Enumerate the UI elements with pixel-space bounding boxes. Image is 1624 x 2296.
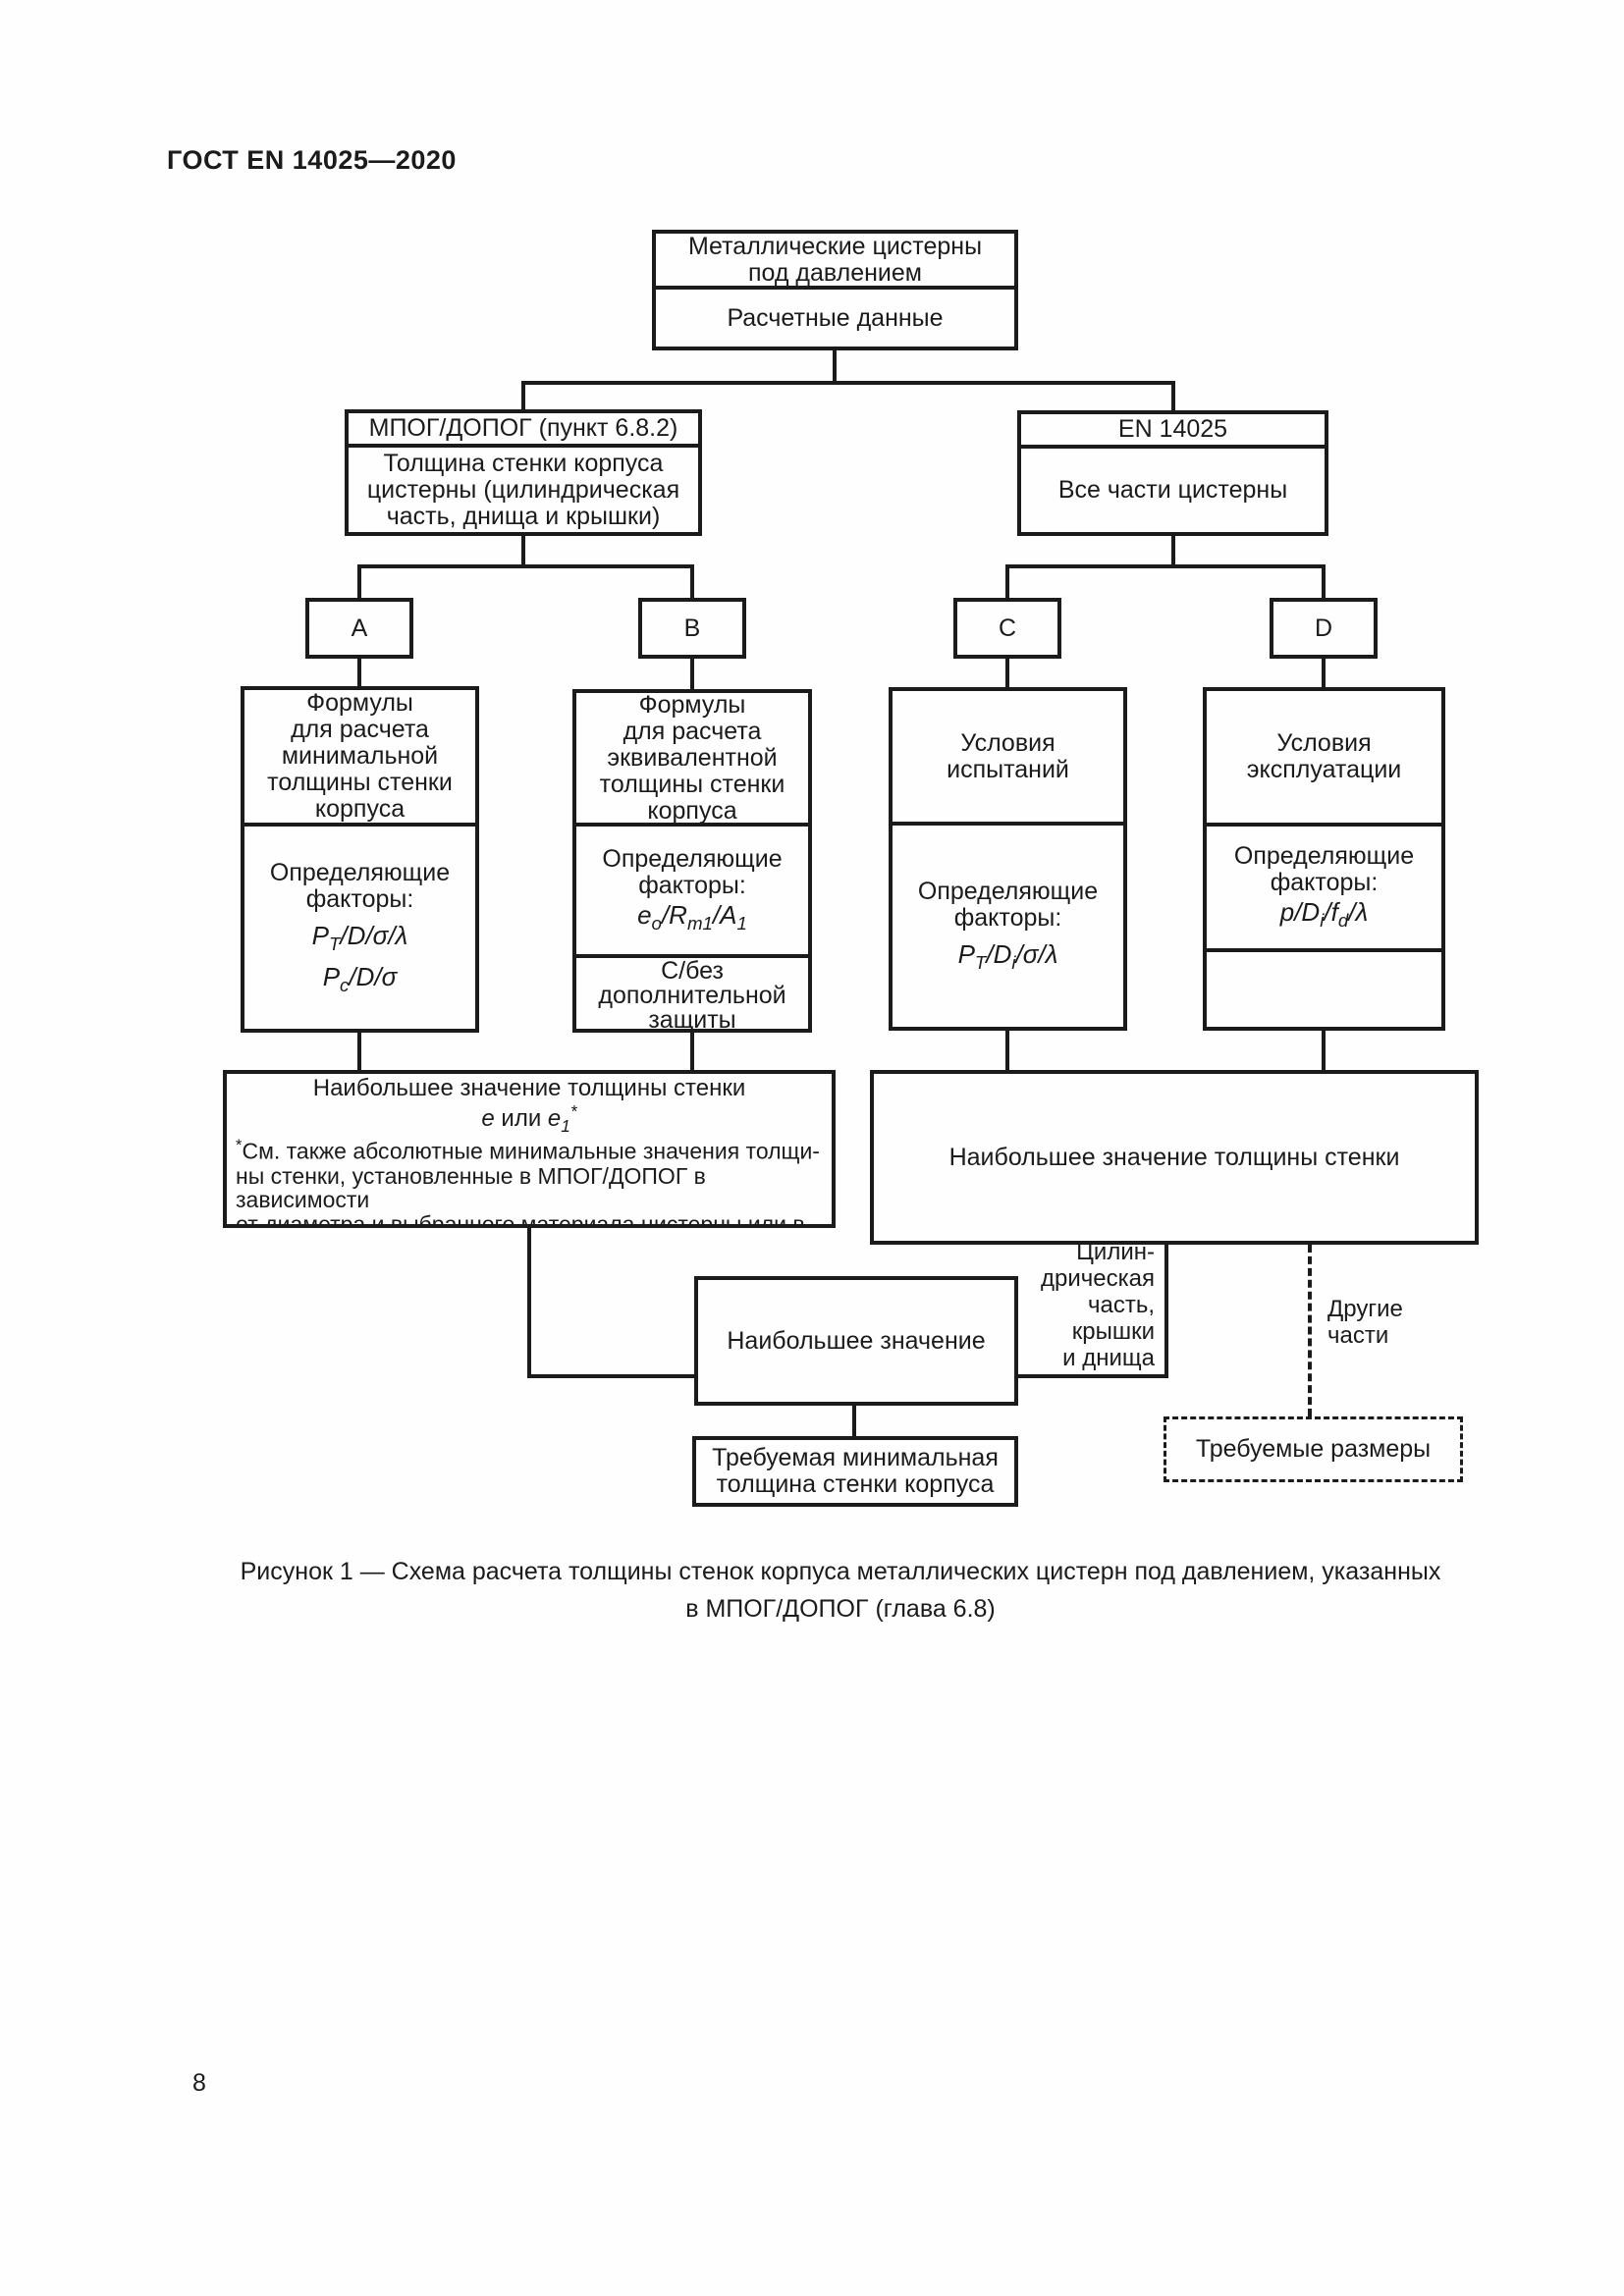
page-number: 8 [192, 2069, 206, 2097]
connector-to-a [357, 566, 361, 598]
connector-to-right-branch [1171, 383, 1175, 411]
column-d-empty-section [1207, 948, 1441, 1027]
node-required-min: Требуемая минимальная толщина стенки кор… [692, 1436, 1018, 1507]
node-final-max: Наибольшее значение [694, 1276, 1018, 1406]
connector-cylindrical-down [1164, 1245, 1168, 1378]
column-b-protection: С/без дополнительной защиты [576, 954, 808, 1029]
node-column-d: Условия эксплуатации Определяющие фактор… [1203, 687, 1445, 1031]
merge-left-content: Наибольшее значение толщины стенки е или… [227, 1074, 832, 1228]
column-b-factors-label: Определяющие факторы: [602, 845, 783, 900]
node-left-branch-body: Толщина стенки корпуса цистерны (цилиндр… [349, 444, 698, 532]
column-b-factors: Определяющие факторы: eo/Rm1/A1 [576, 823, 808, 954]
node-merge-right: Наибольшее значение толщины стенки [870, 1070, 1479, 1245]
figure-caption-line2: в МПОГ/ДОПОГ (глава 6.8) [685, 1594, 996, 1623]
footnote-asterisk: * [236, 1136, 243, 1155]
column-d-description: Условия эксплуатации [1246, 729, 1402, 783]
letter-d-label: D [1314, 614, 1333, 642]
final-max-title: Наибольшее значение [727, 1326, 986, 1355]
connector-a-down [357, 659, 361, 686]
node-column-b: Формулы для расчета эквивалентной толщин… [572, 689, 812, 1033]
connector-b-down [690, 659, 694, 689]
connector-to-c [1005, 566, 1009, 598]
connector-right-branch-down [1171, 536, 1175, 566]
required-min-title: Требуемая минимальная толщина стенки кор… [712, 1444, 999, 1498]
connector-split-cd [1005, 564, 1326, 568]
connector-left-branch-down [521, 536, 525, 566]
node-left-branch: МПОГ/ДОПОГ (пункт 6.8.2) Толщина стенки … [345, 409, 702, 536]
merge-right-title: Наибольшее значение толщины стенки [948, 1143, 1400, 1171]
connector-d-to-merge [1322, 1031, 1326, 1070]
connector-a-to-merge [357, 1033, 361, 1070]
node-letter-a: A [305, 598, 413, 659]
letter-b-label: B [683, 614, 701, 642]
footnote-text: См. также абсолютные минимальные значени… [236, 1138, 820, 1228]
column-c-formula-1: PT/Di/σ/λ [957, 939, 1058, 974]
connector-cylindrical-to-final [1018, 1374, 1168, 1378]
column-a-formula-2: Pc/D/σ [322, 962, 398, 996]
connector-final-down [852, 1406, 856, 1436]
merge-left-formula: е или е1* [481, 1100, 577, 1136]
figure-caption: Рисунок 1 — Схема расчета толщины стенок… [55, 1554, 1624, 1628]
connector-merge-left-down [527, 1228, 531, 1378]
node-required-dims: Требуемые размеры [1164, 1416, 1463, 1482]
node-right-branch-header: EN 14025 [1117, 415, 1228, 443]
node-column-a: Формулы для расчета минимальной толщины … [241, 686, 479, 1033]
column-c-factors-label: Определяющие факторы: [917, 878, 1099, 933]
column-a-factors-label: Определяющие факторы: [269, 858, 451, 913]
label-other-parts: Другие части [1327, 1296, 1403, 1350]
connector-to-left-branch [521, 383, 525, 410]
node-merge-left: Наибольшее значение толщины стенки е или… [223, 1070, 836, 1228]
letter-a-label: A [351, 614, 368, 642]
column-c-description: Условия испытаний [947, 728, 1069, 783]
merge-left-title: Наибольшее значение толщины стенки [312, 1075, 746, 1101]
column-b-formula-1: eo/Rm1/A1 [637, 900, 747, 934]
connector-to-b [690, 566, 694, 598]
merge-left-footnote: *См. также абсолютные минимальные значен… [236, 1136, 823, 1228]
column-d-formula-1: p/Di/fd/λ [1279, 897, 1369, 932]
connector-other-parts-dashed [1308, 1245, 1312, 1416]
node-column-c: Условия испытаний Определяющие факторы: … [889, 687, 1127, 1031]
column-b-description: Формулы для расчета эквивалентной толщин… [599, 690, 785, 825]
node-letter-c: C [953, 598, 1061, 659]
page-header: ГОСТ EN 14025—2020 [167, 145, 457, 175]
node-letter-d: D [1270, 598, 1378, 659]
connector-root-split [521, 381, 1175, 385]
connector-split-ab [357, 564, 694, 568]
node-left-branch-header: МПОГ/ДОПОГ (пункт 6.8.2) [368, 414, 678, 442]
node-root: Металлические цистерны под давлением Рас… [652, 230, 1018, 350]
connector-c-down [1005, 659, 1009, 687]
node-right-branch: EN 14025 Все части цистерны [1017, 410, 1328, 536]
figure-caption-line1: Рисунок 1 — Схема расчета толщины стенок… [240, 1558, 1441, 1585]
letter-c-label: C [998, 614, 1017, 642]
column-a-factors: Определяющие факторы: PT/D/σ/λ Pc/D/σ [244, 823, 475, 1029]
connector-merge-left-to-final [527, 1374, 694, 1378]
node-root-subtitle: Расчетные данные [656, 286, 1014, 347]
label-cylindrical-parts: Цилин- дрическая часть, крышки и днища [1041, 1239, 1155, 1372]
column-a-description: Формулы для расчета минимальной толщины … [267, 689, 453, 823]
column-a-formula-1: PT/D/σ/λ [311, 920, 408, 954]
node-root-title: Металлические цистерны под давлением [687, 232, 983, 287]
connector-c-to-merge [1005, 1031, 1009, 1070]
connector-to-d [1322, 566, 1326, 598]
required-dims-title: Требуемые размеры [1195, 1435, 1432, 1463]
column-c-factors: Определяющие факторы: PT/Di/σ/λ [893, 822, 1123, 1027]
connector-d-down [1322, 659, 1326, 687]
node-letter-b: B [638, 598, 746, 659]
node-right-branch-body: Все части цистерны [1021, 445, 1325, 532]
connector-root-down [833, 350, 837, 383]
column-d-factors: Определяющие факторы: p/Di/fd/λ [1207, 823, 1441, 948]
connector-b-to-merge [690, 1033, 694, 1070]
column-d-factors-label: Определяющие факторы: [1233, 842, 1415, 897]
